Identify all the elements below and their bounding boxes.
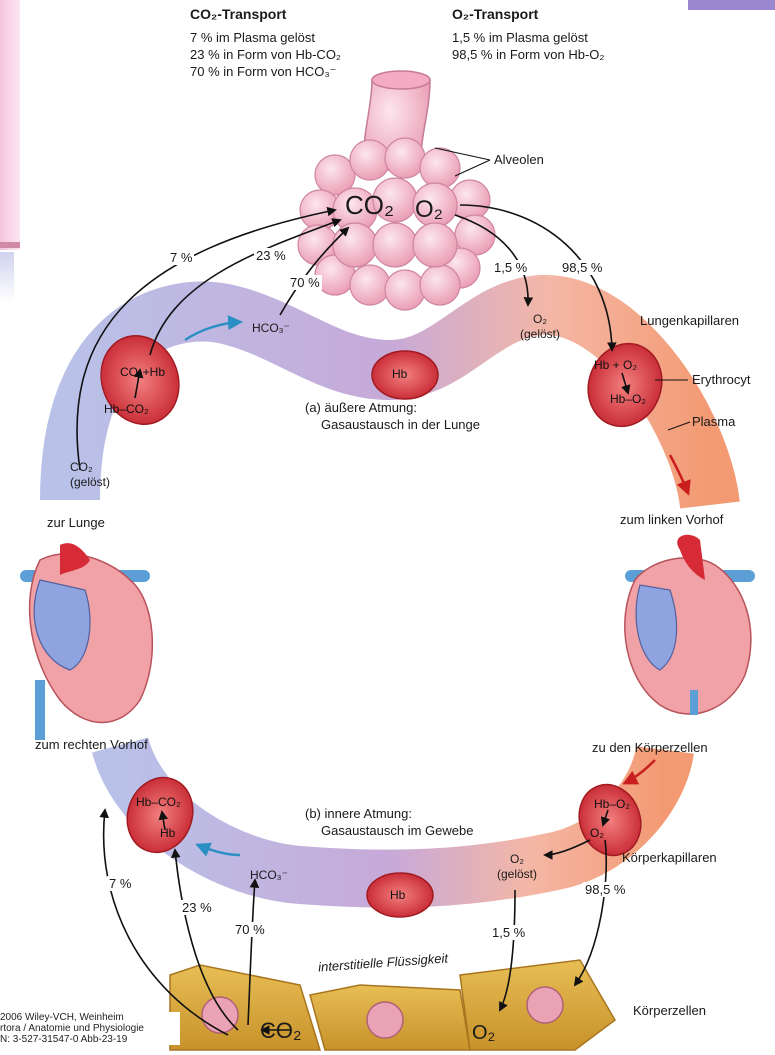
co2-transport-line-3: 70 % in Form von HCO₃⁻ <box>190 63 337 80</box>
section-a-line-1: (a) äußere Atmung: <box>305 399 480 416</box>
upper-left-rbc-line-2: Hb–CO₂ <box>104 402 149 416</box>
plasma-label: Plasma <box>692 414 735 429</box>
alveolen-label: Alveolen <box>494 152 544 167</box>
o2-transport-line-1: 1,5 % im Plasma gelöst <box>452 29 588 46</box>
cell-nucleus-left <box>202 997 238 1033</box>
co2-transport-line-1: 7 % im Plasma gelöst <box>190 29 315 46</box>
zum-rechten-vorhof-label: zum rechten Vorhof <box>35 737 148 752</box>
upper-right-rbc-line-2: Hb–O₂ <box>610 392 646 406</box>
copyright-line-3: N: 3-527-31547-0 Abb-23-19 <box>0 1034 180 1045</box>
pct-23-lower: 23 % <box>180 900 214 915</box>
trachea-opening <box>372 71 430 89</box>
lungenkapillaren-label: Lungenkapillaren <box>640 313 739 328</box>
pct-1-5-lower: 1,5 % <box>490 925 527 940</box>
pct-1-5-upper: 1,5 % <box>492 260 529 275</box>
o2-geloest-lower-l2: (gelöst) <box>497 867 537 882</box>
co2-transport-title: CO₂-Transport <box>190 6 286 22</box>
hb-lower-label: Hb <box>390 888 405 902</box>
section-b-line-1: (b) innere Atmung: <box>305 805 473 822</box>
co2-transport-line-2: 23 % in Form von Hb-CO₂ <box>190 46 341 63</box>
upper-right-rbc-line-1: Hb + O₂ <box>594 358 637 372</box>
o2-lung-label: O₂ <box>415 196 443 224</box>
o2-cells-label: O₂ <box>472 1022 495 1045</box>
o2-geloest-lower-l1: O₂ <box>497 852 537 867</box>
koerperkapillaren-label: Körperkapillaren <box>622 850 717 865</box>
o2-geloest-upper: O₂ (gelöst) <box>520 312 560 342</box>
section-a-caption: (a) äußere Atmung: Gasaustausch in der L… <box>305 399 480 433</box>
lower-left-rbc-line-2: Hb <box>160 826 175 840</box>
zu-den-koerperzellen-label: zu den Körperzellen <box>592 740 708 755</box>
hb-upper-label: Hb <box>392 367 407 381</box>
o2-transport-line-2: 98,5 % in Form von Hb-O₂ <box>452 46 604 63</box>
pct-23-upper: 23 % <box>254 248 288 263</box>
co2-geloest-upper: CO₂ (gelöst) <box>70 460 110 490</box>
heart-left-icon <box>20 543 152 740</box>
o2-geloest-lower: O₂ (gelöst) <box>497 852 537 882</box>
lower-left-rbc-line-1: Hb–CO₂ <box>136 795 181 809</box>
copyright-line-1: 2006 Wiley-VCH, Weinheim <box>0 1012 180 1023</box>
pct-98-5-upper: 98,5 % <box>560 260 604 275</box>
copyright-line-2: rtora / Anatomie und Physiologie <box>0 1023 180 1034</box>
section-a-line-2: Gasaustausch in der Lunge <box>305 416 480 433</box>
lower-right-rbc-line-1: Hb–O₂ <box>594 797 630 811</box>
co2-cells-label: CO₂ <box>260 1018 302 1044</box>
hco3-upper-label: HCO₃⁻ <box>252 321 290 335</box>
pct-98-5-lower: 98,5 % <box>583 882 627 897</box>
pct-7-lower: 7 % <box>107 876 133 891</box>
co2-lung-label: CO₂ <box>345 190 394 221</box>
o2-geloest-upper-l2: (gelöst) <box>520 327 560 342</box>
co2-geloest-upper-l1: CO₂ <box>70 460 110 475</box>
copyright-block: 2006 Wiley-VCH, Weinheim rtora / Anatomi… <box>0 1012 180 1045</box>
o2-geloest-upper-l1: O₂ <box>520 312 560 327</box>
co2-geloest-upper-l2: (gelöst) <box>70 475 110 490</box>
cell-nucleus-middle <box>367 1002 403 1038</box>
lower-right-rbc-line-2: O₂ <box>590 826 604 840</box>
zum-linken-vorhof-label: zum linken Vorhof <box>620 512 723 527</box>
upper-left-rbc-line-1: CO₂+Hb <box>120 365 165 379</box>
pct-7-upper: 7 % <box>168 250 194 265</box>
section-b-line-2: Gasaustausch im Gewebe <box>305 822 473 839</box>
heart-right-icon <box>625 535 755 715</box>
pct-70-upper: 70 % <box>288 275 322 290</box>
koerperzellen-label: Körperzellen <box>633 1003 706 1018</box>
erythrocyt-label: Erythrocyt <box>692 372 751 387</box>
section-b-caption: (b) innere Atmung: Gasaustausch im Geweb… <box>305 805 473 839</box>
pct-70-lower: 70 % <box>233 922 267 937</box>
o2-transport-title: O₂-Transport <box>452 6 538 22</box>
zur-lunge-label: zur Lunge <box>47 515 105 530</box>
hco3-lower-label: HCO₃⁻ <box>250 868 288 882</box>
cell-nucleus-right <box>527 987 563 1023</box>
